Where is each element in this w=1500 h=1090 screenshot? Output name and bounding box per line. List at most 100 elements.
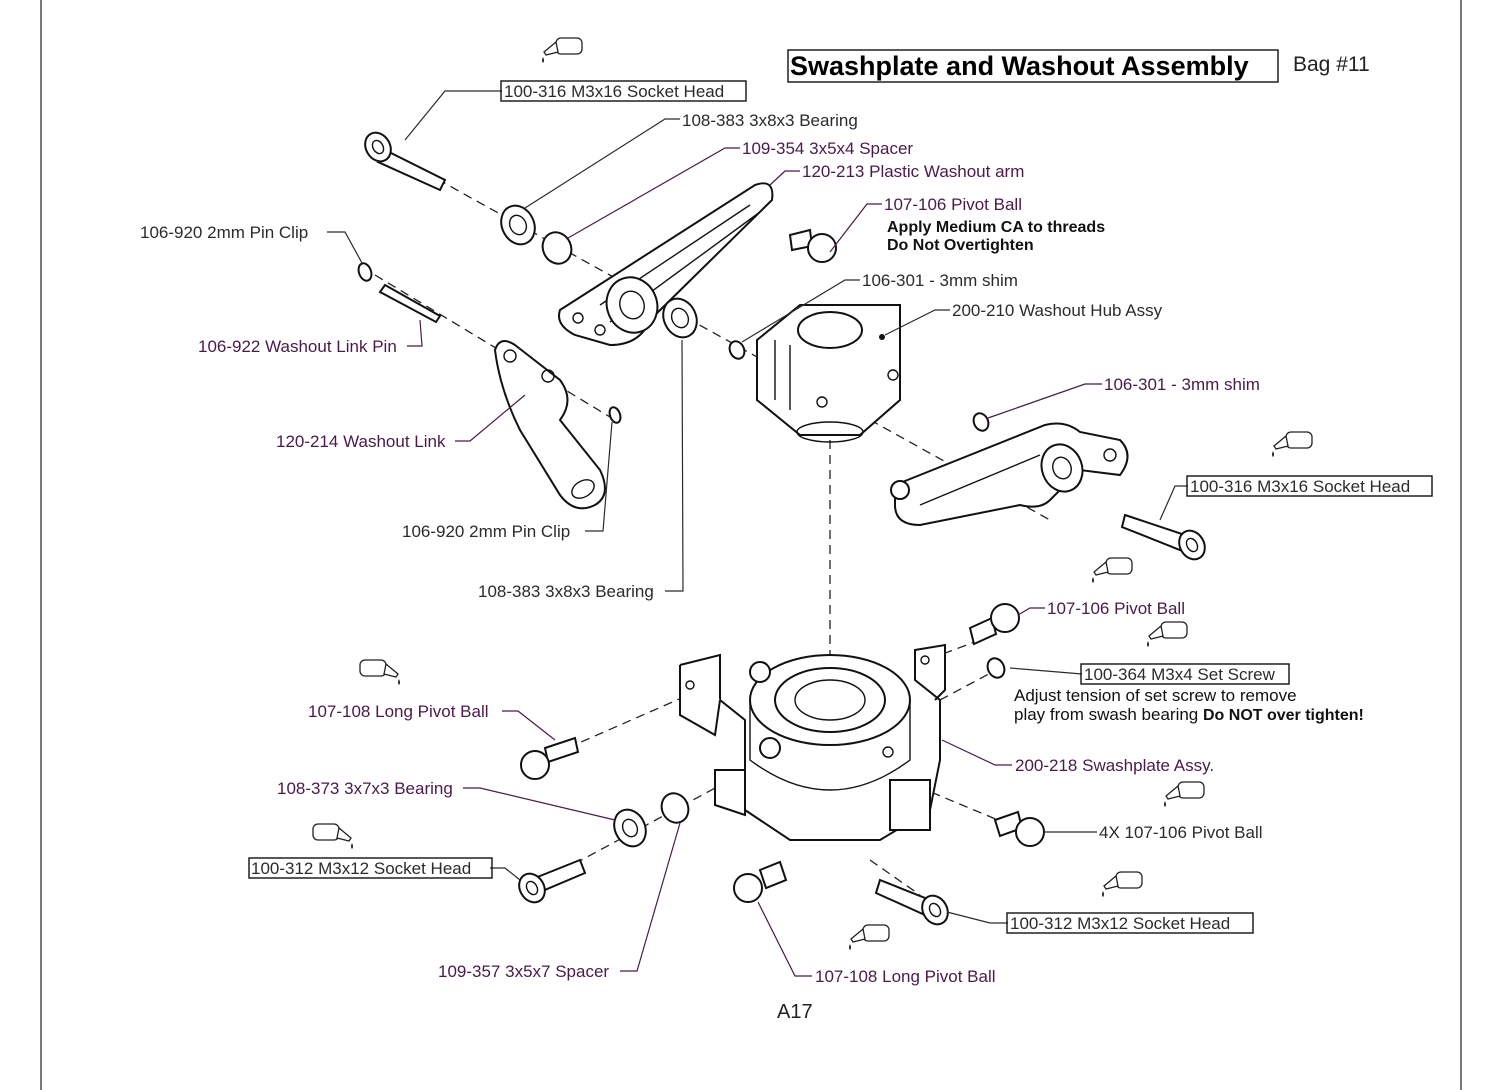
callout-box-c22: [1006, 912, 1254, 934]
callout-c03: 109-354 3x5x4 Spacer: [742, 139, 913, 158]
spacer-3x5x7: [660, 792, 690, 824]
page-border-right: [1460, 0, 1462, 1090]
callout-c16: 100-364 M3x4 Set Screw: [1084, 665, 1276, 684]
callout-c04: 120-213 Plastic Washout arm: [802, 162, 1024, 181]
axis-lower-screw: [869, 859, 921, 896]
pivot-ball-lower-right: [993, 810, 1045, 847]
leader-c19: [463, 787, 616, 821]
axis-set-screw: [939, 667, 1001, 701]
leader-c16: [1009, 667, 1083, 675]
callout-c06: 106-920 2mm Pin Clip: [140, 223, 308, 242]
title-box: [787, 49, 1279, 83]
threadlocker-icon-set-screw: [1146, 621, 1188, 648]
threadlocker-icon-long-pivot: [359, 659, 401, 686]
axis-washout-arms: [384, 149, 1051, 521]
callout-c15: 107-106 Pivot Ball: [1047, 599, 1185, 618]
threadlocker-icon-lower-left-screw: [312, 823, 354, 850]
callout-c12: 100-316 M3x16 Socket Head: [1190, 477, 1410, 496]
callout-c01: 100-316 M3x16 Socket Head: [504, 82, 724, 101]
callout-c11: 120-214 Washout Link: [276, 432, 446, 451]
leader-c17: [502, 710, 556, 741]
callout-c07: 106-301 - 3mm shim: [862, 271, 1018, 290]
bearing-3x7x3: [613, 808, 647, 848]
page-number: A17: [777, 1001, 813, 1023]
leader-c24: [757, 901, 812, 977]
leader-c22: [946, 911, 1008, 924]
callout-c13: 106-920 2mm Pin Clip: [402, 522, 570, 541]
note-set-screw-warning: Do NOT over tighten!: [1203, 707, 1364, 724]
callout-box-c12: [1186, 475, 1433, 497]
set-screw: [986, 657, 1006, 679]
note-ca-line2: Do Not Overtighten: [887, 237, 1034, 254]
callout-c18: 200-218 Swashplate Assy.: [1015, 756, 1214, 775]
leader-c03: [567, 147, 740, 239]
callout-c17: 107-108 Long Pivot Ball: [308, 702, 489, 721]
leader-c21: [490, 867, 521, 881]
page-border-left: [40, 0, 42, 1090]
callout-c24: 107-108 Long Pivot Ball: [815, 967, 996, 986]
callout-c09: 106-922 Washout Link Pin: [198, 337, 397, 356]
leader-c08: [884, 309, 950, 336]
threadlocker-icon-lower-right-screw: [1101, 871, 1143, 898]
note-set-screw-line2-plain: play from swash bearing: [1014, 705, 1203, 724]
bearing-top: [500, 204, 536, 246]
pivot-ball-right: [968, 603, 1020, 646]
threadlocker-icon-lower-long-pivot: [848, 924, 890, 951]
swashplate: [679, 643, 946, 841]
leader-c11: [455, 394, 526, 442]
leader-c10: [987, 383, 1102, 419]
leader-c18: [941, 739, 1012, 766]
leader-c07: [741, 279, 860, 343]
pin-clip-mid: [608, 406, 622, 424]
pivot-ball-top: [788, 228, 837, 263]
callout-box-c01: [500, 80, 747, 102]
leader-c12: [1159, 485, 1188, 521]
leader-c06: [327, 231, 363, 264]
long-pivot-ball-lower: [733, 860, 788, 903]
callout-c05: 107-106 Pivot Ball: [884, 195, 1022, 214]
note-ca-line1: Apply Medium CA to threads: [887, 219, 1105, 236]
bearing-lower: [662, 297, 698, 339]
threadlocker-icon-right-screw: [1271, 431, 1313, 458]
leader-c13: [585, 421, 613, 532]
callout-c21: 100-312 M3x12 Socket Head: [251, 859, 471, 878]
washout-link: [493, 340, 606, 510]
washout-arm-right: [890, 422, 1129, 527]
leader-c23: [620, 822, 681, 972]
callout-c22: 100-312 M3x12 Socket Head: [1010, 914, 1230, 933]
callout-c08: 200-210 Washout Hub Assy: [952, 301, 1163, 320]
note-set-screw-line2: play from swash bearing Do NOT over tigh…: [1014, 705, 1364, 724]
callout-c19: 108-373 3x7x3 Bearing: [277, 779, 453, 798]
threadlocker-icon-top: [541, 37, 583, 64]
leader-c09: [407, 319, 423, 347]
threadlocker-icon-lower-pivot: [1163, 781, 1205, 808]
callout-c20: 4X 107-106 Pivot Ball: [1099, 823, 1263, 842]
leader-c14: [665, 339, 684, 592]
washout-hub: [756, 304, 901, 443]
callout-c02: 108-383 3x8x3 Bearing: [682, 111, 858, 130]
note-set-screw-line1: Adjust tension of set screw to remove: [1014, 686, 1297, 705]
socket-head-screw-right: [1120, 513, 1206, 561]
socket-head-screw-top-left: [364, 131, 447, 192]
long-pivot-ball-left: [520, 736, 580, 780]
leader-c04: [769, 170, 800, 186]
shim-top: [728, 340, 746, 360]
spacer-top: [541, 231, 573, 265]
callout-c14: 108-383 3x8x3 Bearing: [478, 582, 654, 601]
socket-head-screw-lower-left: [518, 858, 587, 904]
leader-c01: [404, 90, 502, 141]
pin-clip-top-left: [357, 262, 373, 282]
page-title: Swashplate and Washout Assembly: [790, 51, 1249, 81]
washout-link-pin: [378, 283, 442, 324]
callout-box-c16: [1080, 663, 1290, 685]
bag-number: Bag #11: [1293, 53, 1370, 76]
threadlocker-icon-pivot-ball: [1091, 557, 1133, 584]
callout-box-c21: [248, 857, 493, 879]
callout-c23: 109-357 3x5x7 Spacer: [438, 962, 609, 981]
leader-c05: [829, 203, 882, 253]
washout-arm-upper: [558, 182, 774, 347]
shim-right: [972, 412, 990, 432]
callout-c10: 106-301 - 3mm shim: [1104, 375, 1260, 394]
